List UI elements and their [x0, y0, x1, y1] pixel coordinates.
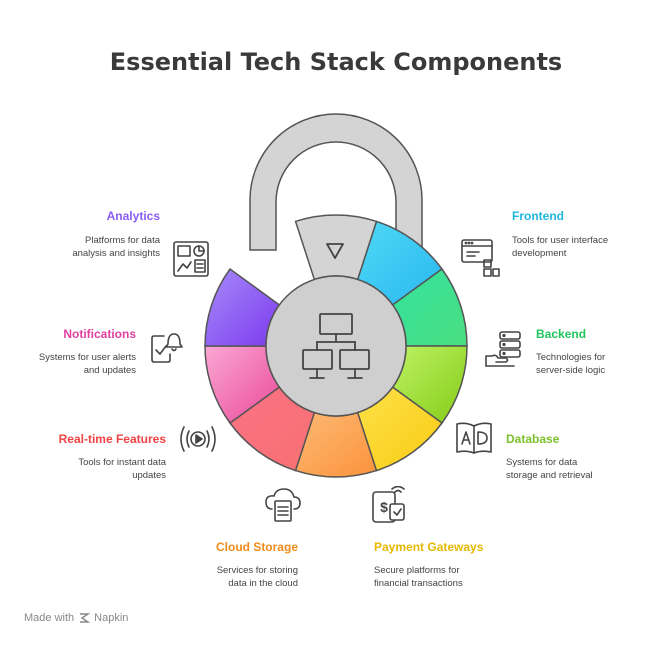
frontend-description: Tools for user interface development — [512, 235, 609, 259]
database-ad-icon — [454, 420, 494, 456]
lock-center-circle — [265, 275, 407, 417]
payment-gateways-description: Secure platforms for financial transacti… — [374, 565, 463, 589]
cloud-storage-label: Cloud Storage — [215, 540, 298, 554]
notifications-label: Notifications — [63, 327, 136, 341]
analytics-description: Platforms for data analysis and insights — [72, 235, 160, 259]
svg-text:$: $ — [380, 499, 388, 515]
triangle-indicator-icon — [326, 243, 344, 259]
lock-body-segments — [204, 220, 468, 478]
backend-description: Technologies for server-side logic — [536, 352, 606, 376]
analytics-dashboard-icon — [172, 240, 210, 278]
network-monitors-icon — [302, 313, 370, 379]
footer-text: Made with — [24, 612, 75, 624]
footer-brand: Napkin — [94, 612, 129, 624]
realtime-description: Tools for instant data updates — [78, 457, 166, 481]
live-broadcast-icon — [178, 422, 218, 456]
bell-check-icon — [148, 330, 186, 368]
analytics-label: Analytics — [106, 209, 160, 223]
cloud-document-icon — [264, 487, 302, 523]
napkin-logo-icon — [80, 613, 91, 623]
napkin-watermark: Made with Napkin — [24, 612, 128, 624]
browser-window-icon — [460, 238, 500, 278]
realtime-label: Real-time Features — [58, 432, 166, 446]
notifications-description: Systems for user alerts and updates — [38, 352, 136, 376]
frontend-label: Frontend — [512, 209, 564, 223]
database-description: Systems for data storage and retrieval — [506, 457, 593, 481]
page-title: Essential Tech Stack Components — [109, 48, 563, 76]
lock-shackle — [249, 113, 423, 251]
payment-gateways-label: Payment Gateways — [374, 540, 484, 554]
cloud-storage-description: Services for storing data in the cloud — [216, 565, 298, 589]
payment-phone-icon: $ — [370, 486, 410, 526]
backend-label: Backend — [536, 327, 587, 341]
database-label: Database — [506, 432, 560, 446]
server-hand-icon — [484, 330, 524, 368]
